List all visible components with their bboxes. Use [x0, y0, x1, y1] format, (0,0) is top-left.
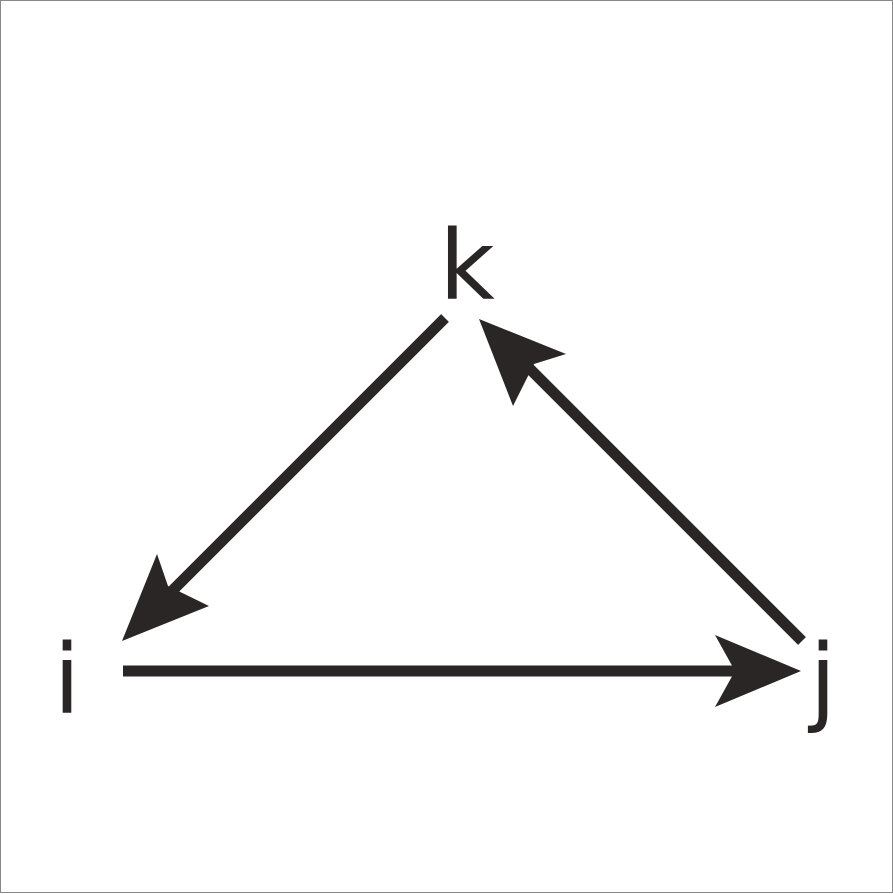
- arrowhead-j: [715, 635, 801, 707]
- arrowhead-k: [479, 319, 566, 406]
- node-label-k: k: [439, 210, 495, 322]
- edge-k-to-i-line: [161, 314, 449, 602]
- node-label-i: i: [54, 624, 81, 736]
- edge-i-to-j: [123, 635, 801, 707]
- edge-j-to-k-line: [514, 353, 806, 645]
- edge-j-to-k: [479, 319, 806, 645]
- edge-k-to-i: [122, 314, 449, 641]
- arrowhead-i: [122, 554, 209, 641]
- node-label-j: j: [808, 624, 837, 736]
